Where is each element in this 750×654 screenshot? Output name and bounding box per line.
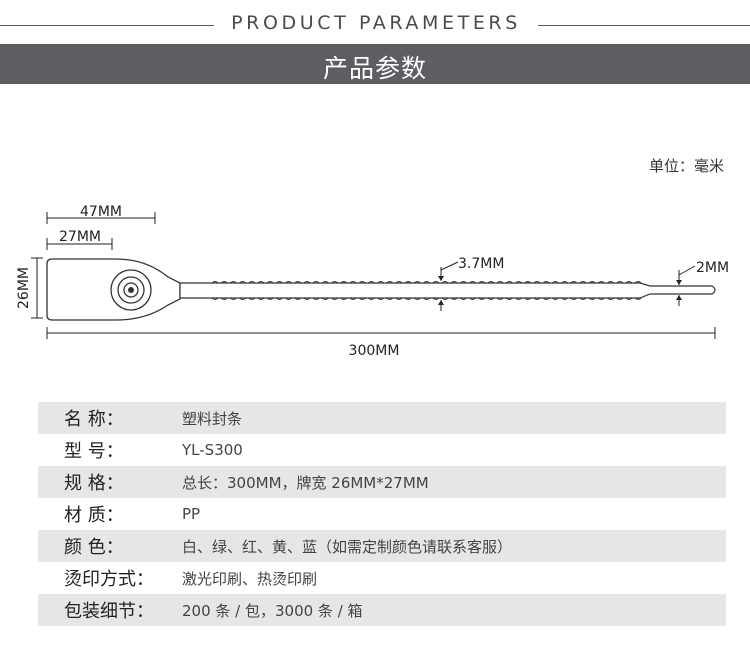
spec-table: 名 称： 塑料封条 型 号： YL-S300 规 格： 总长：300MM，牌宽 … [38,402,726,626]
strap-tooth [331,281,338,300]
spec-value: 激光印刷、热烫印刷 [182,569,318,588]
dimension-26mm-label: 26MM [16,267,32,309]
english-title: PRODUCT PARAMETERS [231,12,521,34]
strap-tooth [312,281,320,300]
strap-tooth [552,281,559,300]
strap-tooth [386,281,394,300]
strap-tooth [570,281,578,300]
strap-tooth [220,281,228,300]
strap-tooth [230,281,237,300]
strap-tooth [340,281,348,300]
dimension-47mm-label: 47MM [80,204,122,220]
strap-tooth [239,281,246,300]
strap-tooth [303,281,311,300]
strap-tooth [322,281,329,300]
dimension-47mm: 47MM [46,204,156,224]
spec-label: 材 质： [64,505,124,526]
strap-tooth [257,281,265,300]
spec-label: 规 格： [64,473,124,494]
dimension-300mm-label: 300MM [349,343,400,359]
dimension-27mm-label: 27MM [59,229,101,245]
seal-tag [46,258,196,321]
spec-label: 包装细节： [64,601,154,622]
strap-tooth [588,281,596,300]
strap-tooth [441,281,449,300]
spec-row-color: 颜 色： 白、绿、红、黄、蓝（如需定制颜色请联系客服） [38,530,726,562]
strap-tooth [487,281,495,300]
strap-tooth [377,281,384,300]
spec-value: PP [182,505,201,523]
dimension-2mm-label: 2MM [696,260,729,276]
dimension-2mm: 2MM [676,260,729,306]
strap-tooth [460,281,467,300]
spec-row-packaging: 包装细节： 200 条 / 包，3000 条 / 箱 [38,594,726,626]
spec-label: 型 号： [64,441,124,462]
strap-tooth [478,281,486,300]
strap-tooth [358,281,366,300]
spec-value: YL-S300 [182,441,243,459]
spec-label: 烫印方式： [64,569,154,590]
strap-tooth [395,281,403,300]
spec-row-model: 型 号： YL-S300 [38,434,726,466]
strap-tooth [368,281,375,300]
spec-row-material: 材 质： PP [38,498,726,530]
spec-row-size: 规 格： 总长：300MM，牌宽 26MM*27MM [38,466,726,498]
divider-right [538,25,750,26]
title-band: 产品参数 [0,44,750,84]
spec-label: 名 称： [64,409,124,430]
strap-tooth [432,281,440,300]
strap-tooth [211,281,219,300]
strap-tooth [524,281,532,300]
strap-tooth [506,281,513,300]
strap-tooth [414,281,421,300]
spec-value: 总长：300MM，牌宽 26MM*27MM [182,473,429,492]
strap-tooth [607,281,614,300]
divider-left [0,25,214,26]
dimension-27mm: 27MM [46,229,113,250]
strap-tooth [248,281,256,300]
spec-row-printing: 烫印方式： 激光印刷、热烫印刷 [38,562,726,594]
strap-tooth [634,281,642,300]
spec-value: 200 条 / 包，3000 条 / 箱 [182,601,363,620]
strap-tooth [542,281,550,300]
dimension-3-7mm-label: 3.7MM [458,256,504,272]
dimension-300mm: 300MM [46,327,716,359]
strap-tooth [423,281,430,300]
strap-tooth [266,281,274,300]
strap-tooth [469,281,476,300]
product-diagram: 47MM 27MM 26MM 3.7MM [16,204,729,359]
strap-teeth [211,281,642,300]
strap-tooth [404,281,412,300]
unit-label: 单位：毫米 [648,157,724,175]
strap-tooth [285,281,292,300]
strap-tooth [496,281,504,300]
strap-tooth [515,281,522,300]
strap-tooth [349,281,357,300]
seal-strap [179,281,716,300]
chinese-title: 产品参数 [322,54,427,83]
spec-row-name: 名 称： 塑料封条 [38,402,726,434]
spec-label: 颜 色： [64,537,124,558]
strap-tooth [579,281,587,300]
strap-tooth [561,281,568,300]
english-title-bar: PRODUCT PARAMETERS [0,10,750,40]
strap-tooth [598,281,605,300]
strap-tooth [533,281,541,300]
strap-tooth [276,281,283,300]
strap-tooth [625,281,633,300]
spec-value: 白、绿、红、黄、蓝（如需定制颜色请联系客服） [182,537,513,556]
spec-value: 塑料封条 [182,409,243,428]
dimension-3-7mm: 3.7MM [438,256,504,311]
dimension-26mm: 26MM [16,257,43,319]
strap-tooth [450,281,458,300]
strap-tooth [616,281,624,300]
strap-tooth [294,281,302,300]
